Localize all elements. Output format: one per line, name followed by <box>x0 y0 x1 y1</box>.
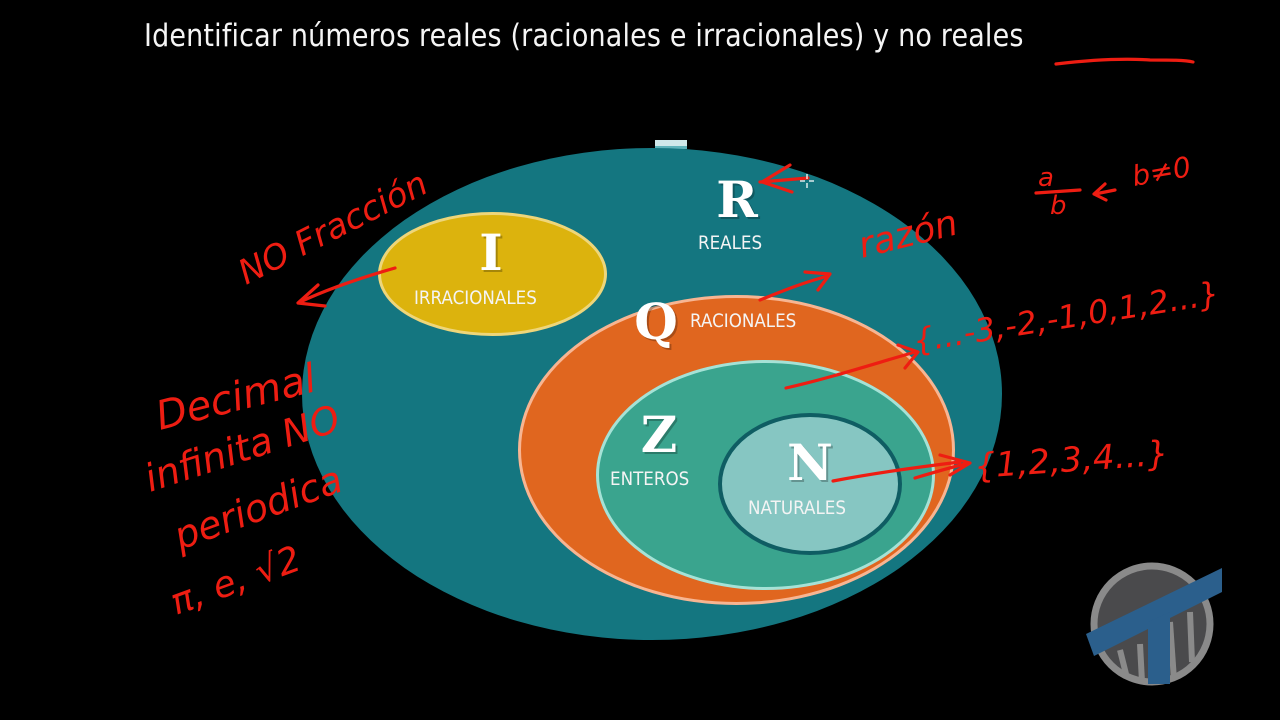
symbol-i: I <box>479 223 503 282</box>
t-logo-icon <box>1086 562 1222 686</box>
annotation-decimal: Decimal <box>151 356 320 440</box>
annotation-pi-e-sqrt2: π, e, √2 <box>165 539 306 624</box>
set-irracionales <box>378 212 607 336</box>
symbol-z: Z <box>640 405 678 464</box>
symbol-q: Q <box>634 292 678 351</box>
title-underline <box>1054 57 1195 66</box>
page-title: Identificar números reales (racionales e… <box>143 18 1024 54</box>
label-enteros: ENTEROS <box>610 468 690 490</box>
symbol-r: R <box>716 170 758 229</box>
set-naturales <box>718 413 902 555</box>
label-reales: REALES <box>698 232 763 254</box>
fraction-denominator: b <box>1050 191 1067 221</box>
symbol-n: N <box>787 433 833 492</box>
label-naturales: NATURALES <box>748 497 846 519</box>
crosshair-cursor-icon <box>800 174 814 188</box>
fraction-bar <box>1034 188 1082 195</box>
label-racionales: RACIONALES <box>690 310 797 332</box>
fraction-numerator: a <box>1038 163 1054 193</box>
annotation-naturales-set: {1,2,3,4...} <box>973 433 1170 486</box>
label-irracionales: IRRACIONALES <box>414 287 537 309</box>
annotation-condition: b≠0 <box>1129 150 1193 193</box>
diagram-top-tab <box>655 140 687 149</box>
arrow-left-small-icon <box>1092 182 1117 202</box>
